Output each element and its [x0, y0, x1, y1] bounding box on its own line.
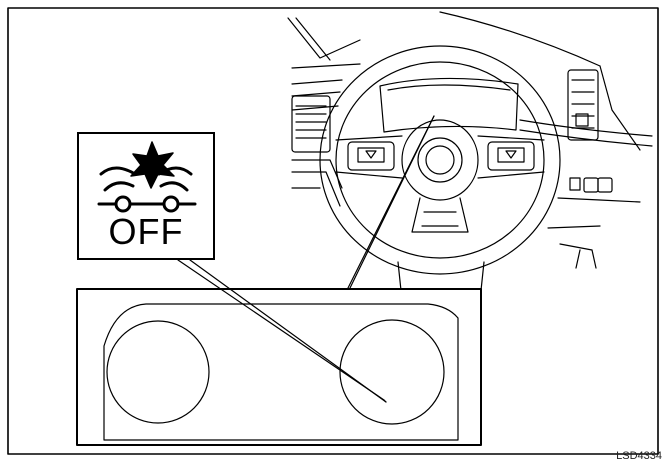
steering-switch-right	[487, 141, 535, 171]
figure-code: LSD4334	[616, 450, 662, 462]
figure-border	[7, 7, 659, 455]
left-gauge	[106, 320, 210, 424]
leader-lines	[347, 115, 435, 289]
instrument-cluster-hood	[379, 77, 519, 133]
zoomed-cluster-display	[103, 303, 459, 441]
right-gauge	[339, 319, 445, 425]
right-air-vent	[567, 69, 599, 141]
indicator-callout: OFF	[77, 132, 215, 260]
indicator-off-label: OFF	[108, 211, 184, 252]
callout-leader-lines	[177, 259, 387, 403]
right-control-switches	[569, 177, 613, 193]
left-air-vent	[291, 95, 331, 153]
lane-departure-warning-off-icon	[97, 141, 197, 213]
zoomed-cluster-frame	[76, 288, 482, 446]
steering-switch-left	[347, 141, 395, 171]
steering-wheel	[319, 45, 561, 275]
